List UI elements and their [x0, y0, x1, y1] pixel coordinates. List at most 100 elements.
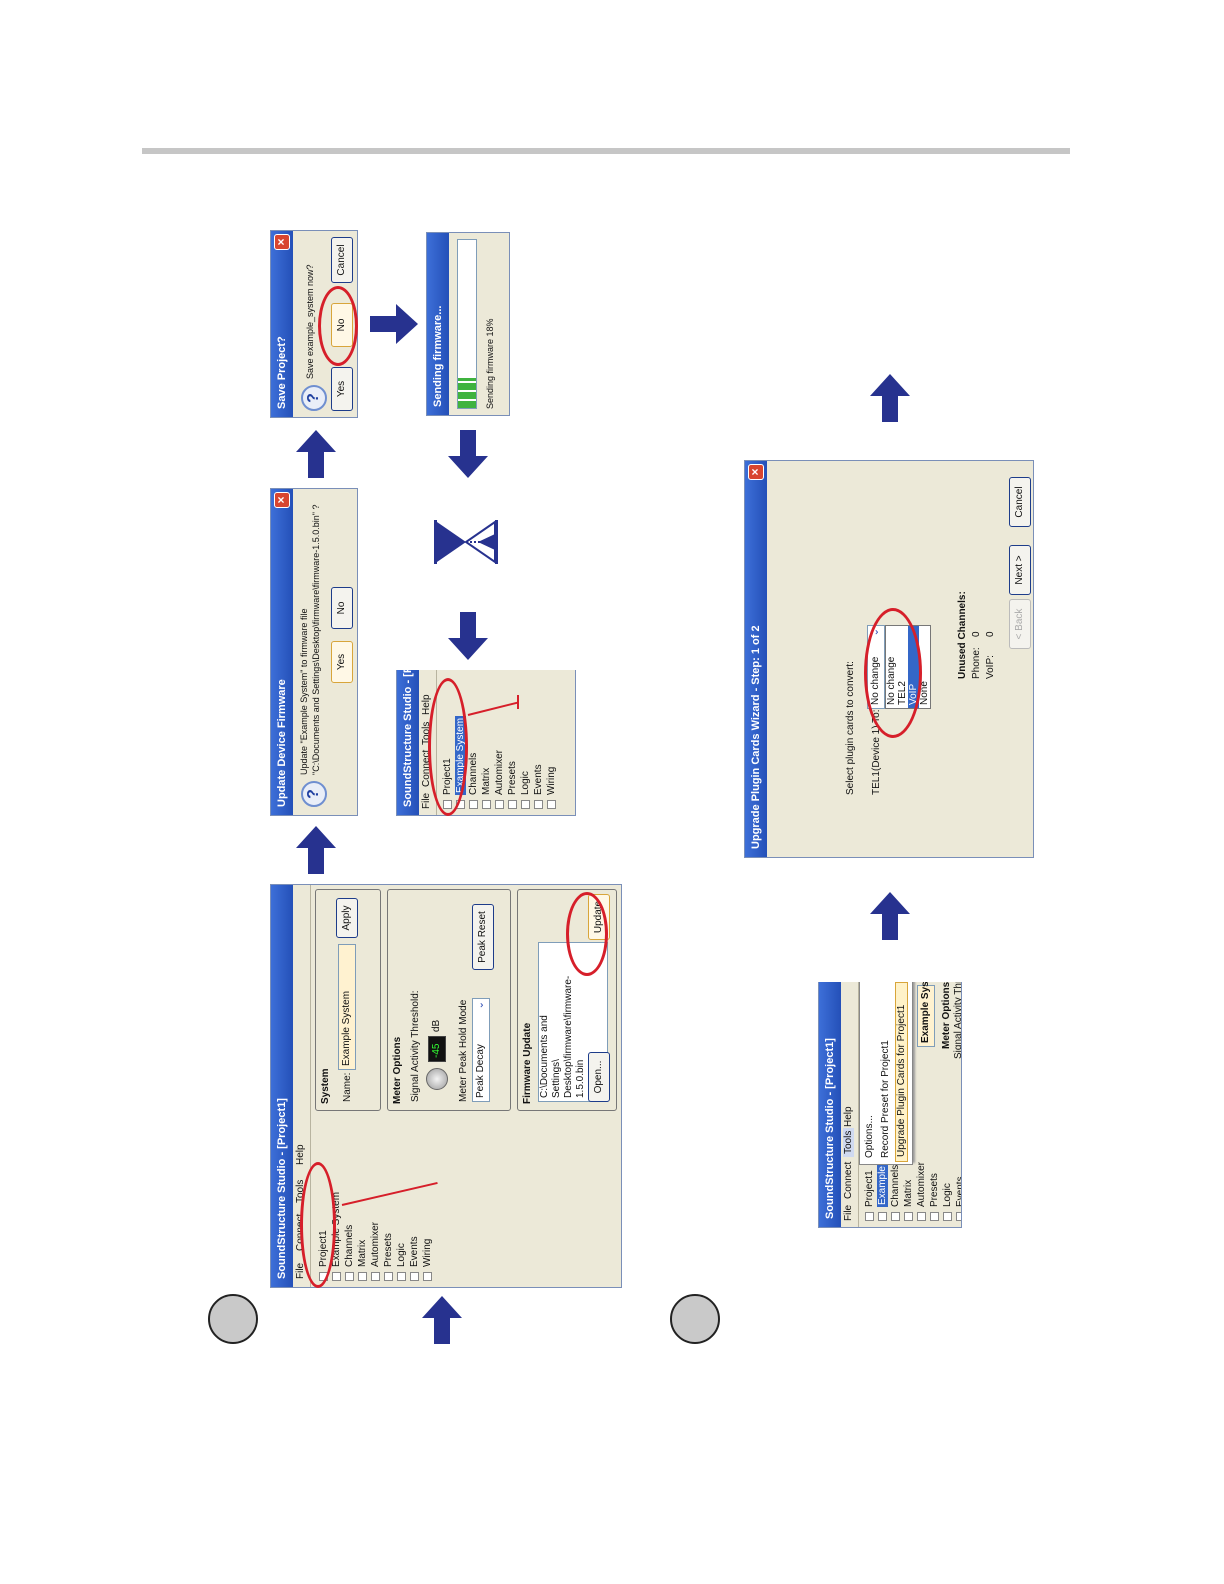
- wizard-card-label: TEL1: [871, 771, 882, 795]
- tree-item-matrix[interactable]: Matrix: [480, 716, 493, 809]
- sending-firmware-dialog: Sending firmware... Sending firmware 18%: [426, 232, 510, 416]
- hourglass-icon: [434, 520, 498, 564]
- highlight-ring-update: [566, 892, 608, 976]
- system-name-field[interactable]: Example System: [917, 982, 935, 1047]
- system-panel: System Name: Example System Apply: [315, 889, 381, 1111]
- arrow-up-icon: [296, 826, 336, 874]
- tree-item-automixer[interactable]: Automixer: [493, 716, 506, 809]
- phone-value: 0: [971, 631, 982, 637]
- tree-item-project[interactable]: Project1: [863, 1162, 876, 1221]
- page-header-rule: [142, 148, 1070, 154]
- sending-dialog-screenshot: Sending firmware... Sending firmware 18%: [426, 232, 510, 416]
- tree-item-wiring[interactable]: Wiring: [545, 716, 558, 809]
- update-dialog-titlebar: Update Device Firmware ×: [271, 489, 293, 815]
- arrow-up-icon: [422, 1296, 462, 1344]
- save-cancel-button[interactable]: Cancel: [331, 237, 353, 283]
- tree-item-logic[interactable]: Logic: [941, 1162, 954, 1221]
- tools-app-title: SoundStructure Studio - [Project1]: [824, 1038, 836, 1219]
- tree-item-channels[interactable]: Channels: [467, 716, 480, 809]
- main-app-window-screenshot: SoundStructure Studio - [Project1] File …: [270, 884, 622, 1288]
- tree-item-automixer[interactable]: Automixer: [915, 1162, 928, 1221]
- arrow-up-icon: [870, 374, 910, 422]
- close-icon[interactable]: ×: [274, 234, 290, 250]
- meter-options-title: Meter Options: [941, 982, 952, 1049]
- highlight-ring-tree-small: [428, 678, 468, 816]
- tools-menubar: File Connect Tools Help: [841, 982, 859, 1227]
- peak-reset-button[interactable]: Peak Reset: [472, 904, 494, 970]
- voip-label: VoIP:: [985, 655, 996, 679]
- save-yes-button[interactable]: Yes: [331, 367, 353, 411]
- update-no-button[interactable]: No: [331, 587, 353, 629]
- tree-item-events[interactable]: Events: [532, 716, 545, 809]
- close-icon[interactable]: ×: [274, 492, 290, 508]
- close-icon[interactable]: ×: [748, 464, 764, 480]
- main-app-titlebar: SoundStructure Studio - [Project1]: [271, 885, 293, 1287]
- hold-mode-label: Meter Peak Hold Mode: [458, 999, 469, 1102]
- system-name-field[interactable]: Example System: [338, 944, 356, 1070]
- cancel-button[interactable]: Cancel: [1009, 477, 1031, 527]
- question-icon: ?: [301, 385, 327, 411]
- threshold-knob-icon[interactable]: [426, 1068, 448, 1090]
- menu-help[interactable]: Help: [295, 1144, 306, 1165]
- tree-item-logic[interactable]: Logic: [395, 1192, 408, 1281]
- tree-item-matrix[interactable]: Matrix: [902, 1162, 915, 1221]
- next-button[interactable]: Next >: [1009, 545, 1031, 595]
- tree-item-system[interactable]: Example: [876, 1162, 889, 1221]
- save-dialog-titlebar: Save Project? ×: [271, 231, 293, 417]
- tree-item-matrix[interactable]: Matrix: [356, 1192, 369, 1281]
- callout-line-b-tick: [517, 695, 519, 709]
- wizard-title: Upgrade Plugin Cards Wizard - Step: 1 of…: [750, 625, 762, 849]
- tree-item-automixer[interactable]: Automixer: [369, 1192, 382, 1281]
- menu-file[interactable]: File: [421, 792, 432, 809]
- menu-item-options[interactable]: Options...: [864, 1115, 875, 1158]
- update-dialog-line1: Update "Example System" to firmware file: [299, 608, 309, 775]
- system-name-label: Name:: [342, 1072, 353, 1102]
- tree-item-events[interactable]: Events: [408, 1192, 421, 1281]
- tools-menu-screenshot: SoundStructure Studio - [Project1] File …: [818, 982, 962, 1228]
- tree-item-logic[interactable]: Logic: [519, 716, 532, 809]
- update-yes-button[interactable]: Yes: [331, 641, 353, 683]
- tree-item-presets[interactable]: Presets: [382, 1192, 395, 1281]
- menu-item-record-preset[interactable]: Record Preset for Project1: [880, 1040, 891, 1158]
- highlight-ring-no: [318, 286, 358, 366]
- open-button[interactable]: Open...: [588, 1052, 610, 1102]
- tree-item-events[interactable]: Events: [954, 1162, 962, 1221]
- tree-item-channels[interactable]: Channels: [889, 1162, 902, 1221]
- sending-dialog-titlebar: Sending firmware...: [427, 233, 449, 415]
- sending-progress-fill: [458, 377, 476, 408]
- threshold-label: Signal Activity Thresh: [953, 982, 962, 1059]
- arrow-down-icon: [448, 430, 488, 478]
- tools-app-titlebar: SoundStructure Studio - [Project1]: [819, 982, 841, 1227]
- hold-mode-select[interactable]: Peak Decay ⌄: [472, 998, 490, 1102]
- sending-status: Sending firmware 18%: [485, 318, 495, 409]
- wizard-titlebar: Upgrade Plugin Cards Wizard - Step: 1 of…: [745, 461, 767, 857]
- phone-label: Phone:: [971, 647, 982, 679]
- firmware-update-title: Firmware Update: [522, 1022, 533, 1104]
- menu-connect[interactable]: Connect: [843, 1161, 854, 1199]
- question-icon: ?: [301, 781, 327, 807]
- wizard-prompt: Select plugin cards to convert:: [845, 661, 856, 795]
- apply-button[interactable]: Apply: [336, 898, 358, 938]
- meter-options-title: Meter Options: [392, 1036, 403, 1104]
- highlight-ring-tree: [300, 1162, 336, 1288]
- tree-item-presets[interactable]: Presets: [928, 1162, 941, 1221]
- menu-file[interactable]: File: [843, 1204, 854, 1221]
- sending-progress-bar: [457, 239, 477, 409]
- menu-help[interactable]: Help: [843, 1106, 854, 1127]
- update-firmware-dialog: Update Device Firmware × ? Update "Examp…: [270, 488, 358, 816]
- step-marker-2: [670, 1294, 720, 1344]
- sending-dialog-title: Sending firmware...: [432, 305, 444, 407]
- threshold-value[interactable]: -45: [428, 1036, 446, 1062]
- back-button[interactable]: < Back: [1009, 599, 1031, 649]
- update-dialog-line2: "C:\Documents and Settings\Desktop\firmw…: [311, 504, 321, 776]
- tools-dropdown-menu: Options... Record Preset for Project1 Up…: [859, 982, 913, 1165]
- tree-item-presets[interactable]: Presets: [506, 716, 519, 809]
- menu-item-upgrade-plugin-cards[interactable]: Upgrade Plugin Cards for Project1: [895, 982, 908, 1162]
- update-dialog-title: Update Device Firmware: [276, 679, 288, 807]
- main-app-title: SoundStructure Studio - [Project1]: [276, 1098, 288, 1279]
- tree-item-wiring[interactable]: Wiring: [421, 1192, 434, 1281]
- save-dialog-title: Save Project?: [276, 336, 288, 409]
- menu-tools[interactable]: Tools: [843, 1127, 854, 1157]
- save-dialog-message: Save example_system now?: [305, 264, 315, 379]
- tools-menu-window: SoundStructure Studio - [Project1] File …: [818, 982, 962, 1228]
